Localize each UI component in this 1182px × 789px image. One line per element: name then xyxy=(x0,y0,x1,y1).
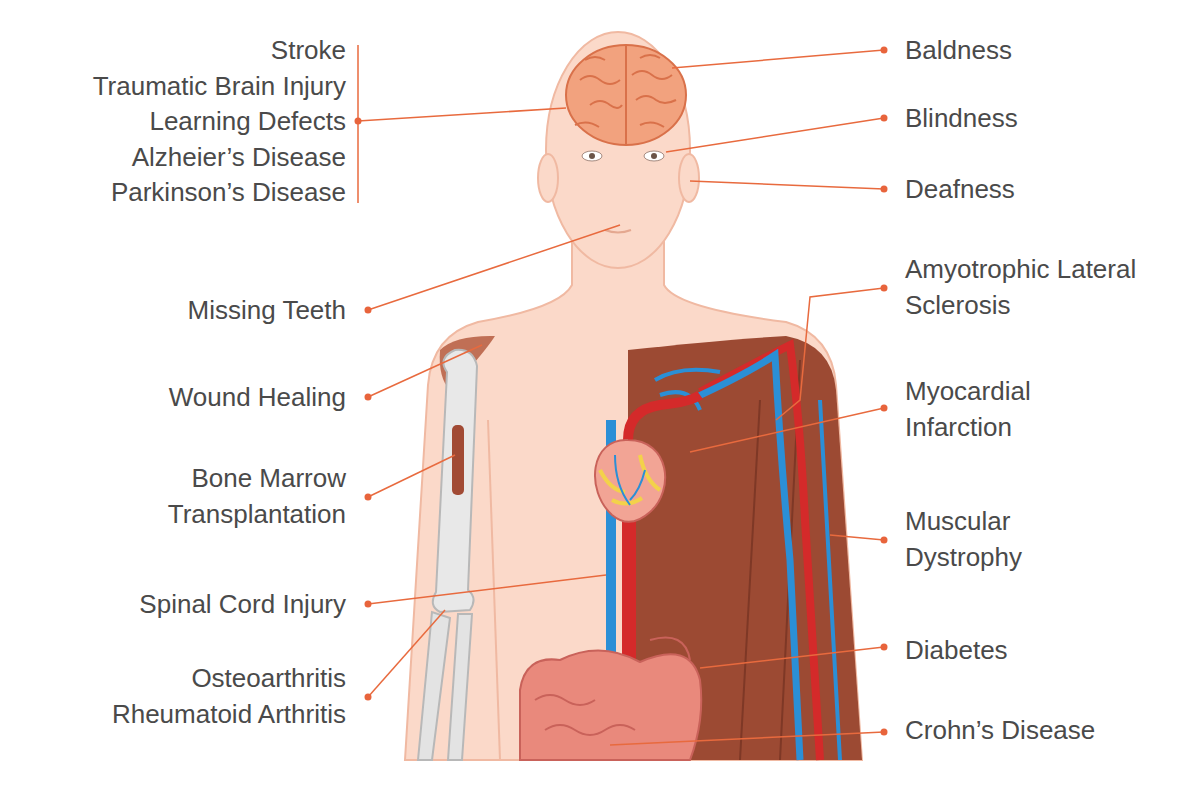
brain xyxy=(566,45,686,145)
disease-label: Alzheier’s Disease xyxy=(132,139,346,175)
humerus xyxy=(433,350,477,612)
disease-label: Learning Defects xyxy=(149,103,346,139)
torso xyxy=(405,240,862,760)
disease-label: Bone Marrow Transplantation xyxy=(106,460,346,532)
leader-dots xyxy=(355,47,888,736)
leader-lines xyxy=(358,45,884,745)
ear xyxy=(538,154,558,202)
disease-label: Wound Healing xyxy=(169,379,346,415)
mouth xyxy=(605,230,631,233)
arm-contour xyxy=(488,420,500,760)
heart-fat xyxy=(600,455,660,504)
disease-label: Muscular Dystrophy xyxy=(905,503,1105,575)
pupil xyxy=(651,153,657,159)
eye xyxy=(582,151,602,161)
vein xyxy=(690,355,800,760)
aortic-arch xyxy=(628,395,700,440)
intestine-loops xyxy=(535,638,690,736)
forearm-bones xyxy=(418,612,472,760)
head xyxy=(546,32,690,268)
disease-label: Amyotrophic Lateral Sclerosis xyxy=(905,251,1137,323)
heart xyxy=(595,440,665,522)
brain-folds xyxy=(575,46,676,144)
disease-label: Blindness xyxy=(905,100,1018,136)
eye xyxy=(644,151,664,161)
coronary-vessels xyxy=(615,455,645,505)
disease-label: Traumatic Brain Injury xyxy=(93,68,346,104)
disease-label: Crohn’s Disease xyxy=(905,712,1095,748)
pupil xyxy=(589,153,595,159)
disease-label: Deafness xyxy=(905,171,1015,207)
intestines xyxy=(520,650,701,760)
disease-label: Spinal Cord Injury xyxy=(139,586,346,622)
disease-label: Myocardial Infarction xyxy=(905,373,1105,445)
disease-label: Rheumatoid Arthritis xyxy=(112,696,346,732)
disease-label: Osteoarthritis xyxy=(191,660,346,696)
disease-label: Diabetes xyxy=(905,632,1008,668)
ear xyxy=(679,154,699,202)
artery xyxy=(700,345,820,760)
disease-label: Parkinson’s Disease xyxy=(111,174,346,210)
disease-label: Missing Teeth xyxy=(188,292,347,328)
disease-label: Stroke xyxy=(271,32,346,68)
disease-label: Baldness xyxy=(905,32,1012,68)
bone-marrow xyxy=(452,425,464,495)
